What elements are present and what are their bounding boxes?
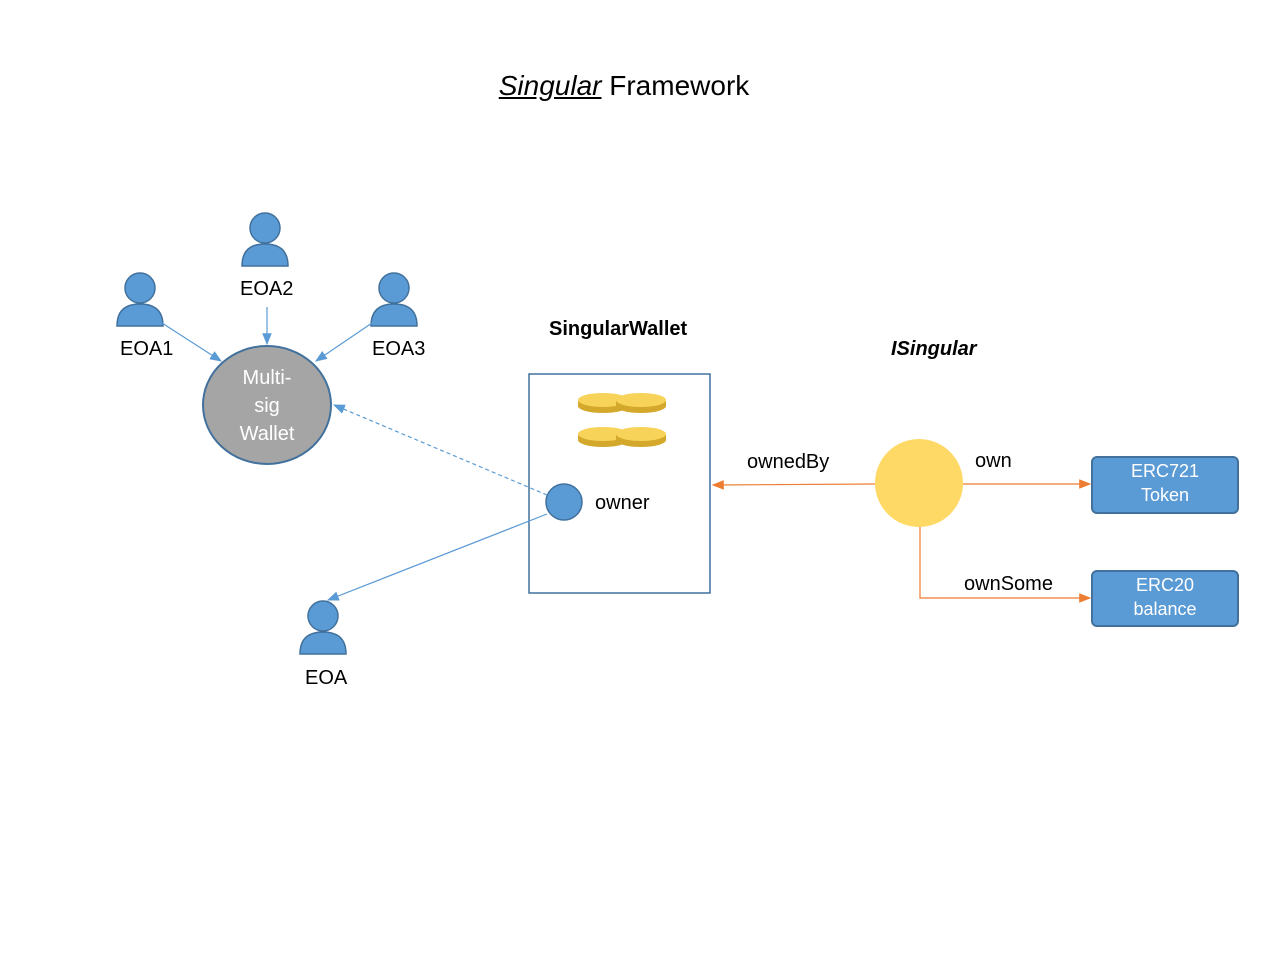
- eoa2-label: EOA2: [240, 278, 294, 300]
- eoa1-label: EOA1: [120, 338, 174, 360]
- title-italic: Singular: [498, 70, 602, 101]
- owned-by-arrow: [711, 480, 876, 490]
- eoa1-person-icon: [116, 272, 164, 327]
- erc721-line2: Token: [1140, 485, 1190, 505]
- isingular-circle: [875, 439, 963, 527]
- eoa3-label: EOA3: [372, 338, 426, 360]
- own-label: own: [975, 450, 1012, 472]
- eoa3-to-multisig-arrow: [315, 322, 373, 362]
- eoa2-person-icon: [241, 212, 289, 267]
- eoa-label: EOA: [305, 667, 348, 689]
- owner-label: owner: [595, 492, 650, 514]
- erc20-balance-box: ERC20 balance: [1091, 570, 1239, 627]
- own-some-arrow: [919, 527, 1092, 603]
- own-some-label: ownSome: [964, 573, 1053, 595]
- multisig-wallet-label: Multi- sig Wallet: [217, 364, 317, 448]
- multisig-wallet-circle: [202, 345, 332, 465]
- title-rest: Framework: [601, 70, 750, 101]
- erc20-line2: balance: [1133, 599, 1197, 619]
- isingular-heading: ISingular: [891, 338, 977, 360]
- multisig-line3: Wallet: [239, 423, 295, 445]
- eoa1-to-multisig-arrow: [161, 322, 223, 362]
- eoa3-person-icon: [370, 272, 418, 327]
- erc20-line1: ERC20: [1135, 575, 1195, 595]
- owner-to-eoa-arrow: [326, 513, 548, 601]
- eoa-person-icon: [299, 600, 347, 655]
- owner-to-multisig-dashed-arrow: [332, 404, 548, 496]
- multisig-line1: Multi-: [242, 367, 292, 389]
- owned-by-label: ownedBy: [747, 451, 830, 473]
- singular-wallet-heading: SingularWallet: [549, 318, 688, 340]
- page-title: Singular Framework: [0, 70, 1248, 102]
- erc721-token-box: ERC721 Token: [1091, 456, 1239, 514]
- owner-circle: [545, 483, 583, 521]
- erc721-line1: ERC721: [1130, 461, 1200, 481]
- multisig-line2: sig: [254, 395, 280, 417]
